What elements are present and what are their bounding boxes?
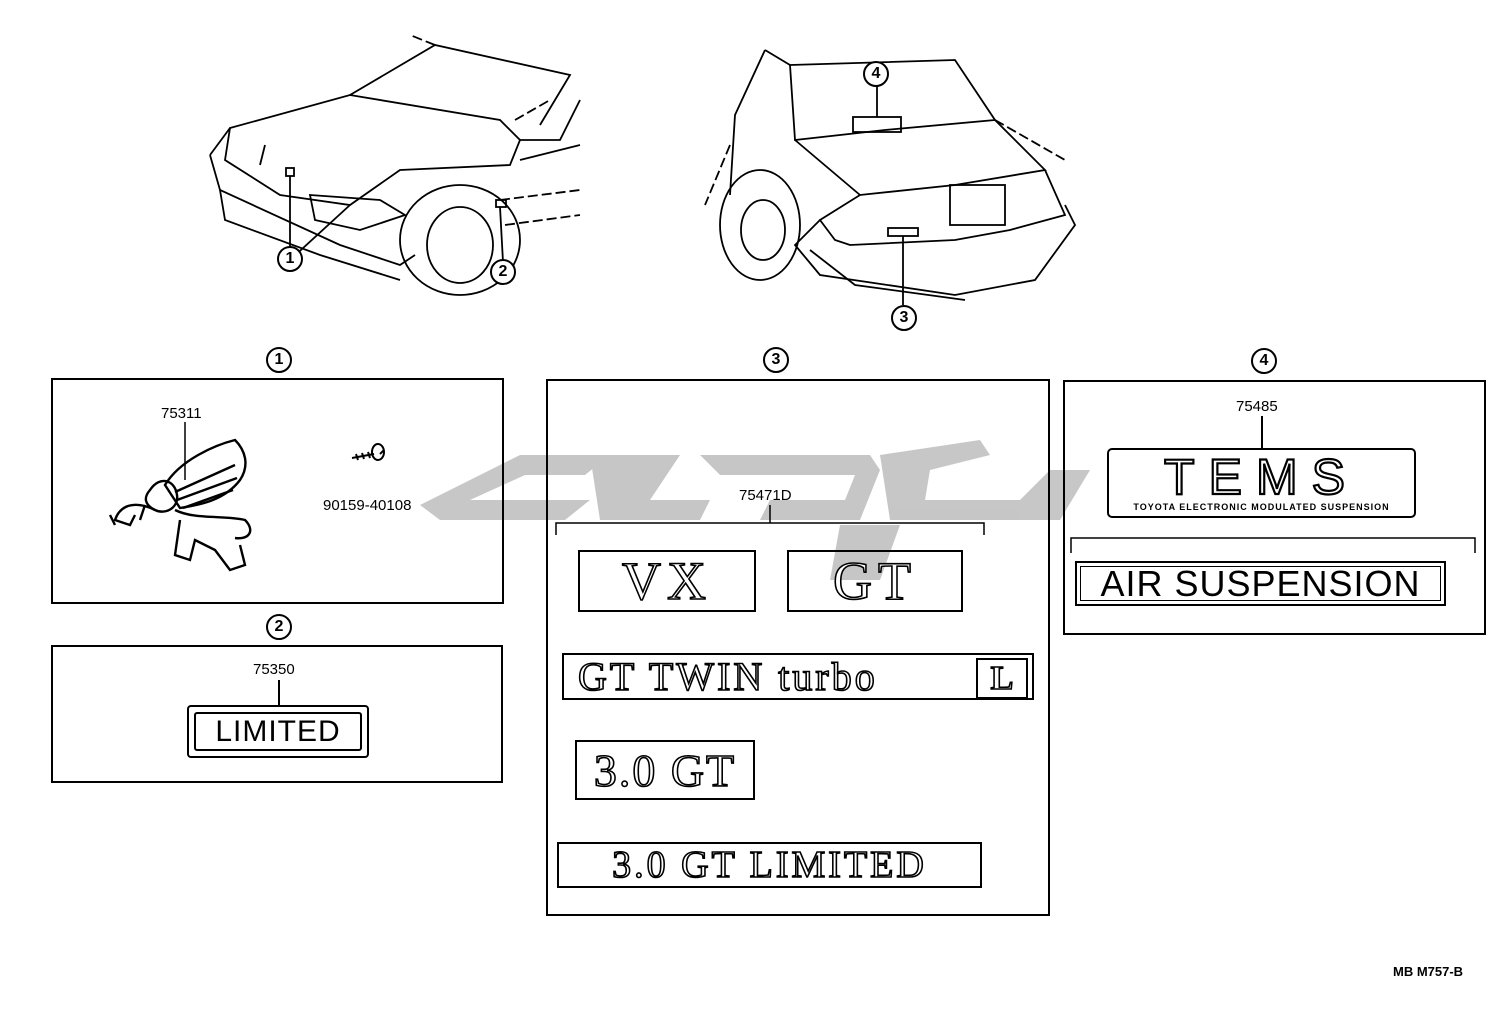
l-mark: L bbox=[976, 658, 1028, 699]
3-0-gt-badge-text: 3.0 GT bbox=[593, 744, 737, 797]
front-car-illustration bbox=[209, 34, 581, 296]
air-suspension-badge: AIR SUSPENSION bbox=[1075, 561, 1446, 606]
l-mark-text: L bbox=[990, 659, 1014, 698]
part-number-screw: 90159-40108 bbox=[323, 497, 412, 514]
3-0-gt-limited-badge: 3.0 GT LIMITED bbox=[557, 842, 982, 888]
vx-badge-text: VX bbox=[621, 550, 712, 612]
section-3-panel bbox=[546, 379, 1050, 916]
limited-badge-text: LIMITED bbox=[215, 714, 341, 748]
screw-icon bbox=[351, 443, 385, 461]
part-number-limited-badge: 75350 bbox=[253, 661, 295, 678]
part-number-lion: 75311 bbox=[161, 405, 202, 422]
tems-badge: TEMS TOYOTA ELECTRONIC MODULATED SUSPENS… bbox=[1107, 448, 1416, 518]
gt-badge-text: GT bbox=[832, 550, 917, 612]
vx-badge: VX bbox=[578, 550, 756, 612]
callout-3-top: 3 bbox=[891, 305, 917, 331]
section-4-panel bbox=[1063, 380, 1486, 635]
gt-twin-turbo-badge: GT TWIN turbo L bbox=[562, 653, 1034, 700]
callout-1-top: 1 bbox=[277, 246, 303, 272]
callout-2-top: 2 bbox=[490, 259, 516, 285]
3-0-gt-badge: 3.0 GT bbox=[575, 740, 755, 800]
lion-emblem-icon bbox=[108, 422, 252, 572]
rear-car-illustration bbox=[704, 49, 1077, 305]
tems-badge-subtitle: TOYOTA ELECTRONIC MODULATED SUSPENSION bbox=[1133, 502, 1390, 512]
section-2-label: 2 bbox=[266, 614, 292, 640]
limited-badge: LIMITED bbox=[187, 705, 369, 758]
part-number-grade-badges: 75471D bbox=[739, 487, 792, 504]
section-4-label: 4 bbox=[1251, 348, 1277, 374]
gt-badge: GT bbox=[787, 550, 963, 612]
air-suspension-badge-text: AIR SUSPENSION bbox=[1100, 562, 1421, 604]
bracket-3 bbox=[555, 505, 985, 535]
callout-4-top: 4 bbox=[863, 61, 889, 87]
3-0-gt-limited-badge-text: 3.0 GT LIMITED bbox=[611, 843, 927, 887]
section-1-panel bbox=[51, 378, 504, 604]
section-3-label: 3 bbox=[763, 347, 789, 373]
diagram-reference-code: MB M757-B bbox=[1393, 964, 1464, 979]
leader-line-2 bbox=[278, 680, 280, 705]
section-2-panel bbox=[51, 645, 503, 783]
section-1-label: 1 bbox=[266, 347, 292, 373]
gt-twin-turbo-badge-text: GT TWIN turbo bbox=[577, 653, 878, 700]
tems-badge-text: TEMS bbox=[1163, 449, 1359, 505]
bracket-4 bbox=[1070, 537, 1476, 553]
leader-line-4 bbox=[1261, 416, 1263, 448]
part-number-suspension-badges: 75485 bbox=[1236, 398, 1278, 415]
